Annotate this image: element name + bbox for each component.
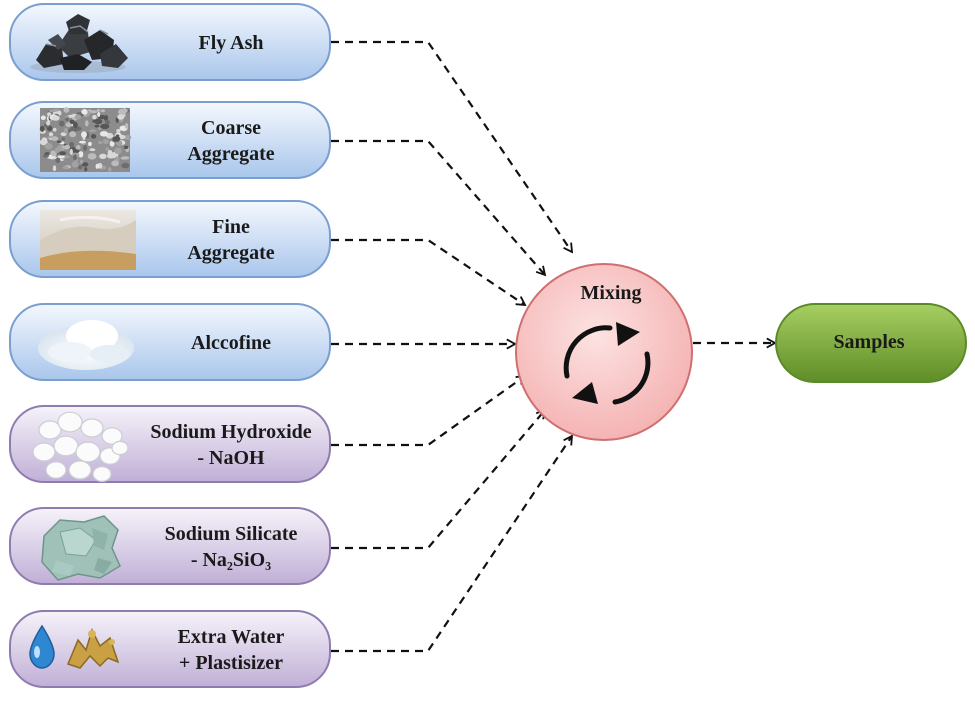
input-label-line: Fly Ash [198,32,263,54]
input-label-line: Alccofine [191,332,271,354]
samples-label: Samples [833,331,904,353]
input-label-line: Extra Water [178,626,285,648]
input-icons [29,14,136,669]
sand-icon [40,210,136,270]
connector-extra-water [331,436,572,653]
input-label-line: Coarse [201,117,261,139]
input-label-line: Sodium Hydroxide [150,421,311,443]
input-label-line: Aggregate [187,242,274,264]
powder-icon [38,320,134,370]
mixing-label: Mixing [580,282,641,304]
connector-sodium-silicate [331,410,545,550]
coal-lumps-icon [30,14,128,73]
connector-coarse-aggregate [331,139,545,275]
input-box-extra-water: Extra Water + Plastisizer [9,610,331,688]
cycle-arrow-head-bottom [572,382,598,404]
input-label-line: Fine [212,216,250,238]
input-label-line: Aggregate [187,143,274,165]
input-label-line: - Na₂SiO₃ [191,549,271,571]
pellets-icon [32,411,129,483]
input-box-shape [9,610,331,688]
connector-fine-aggregate [331,238,525,305]
connector-sodium-hydroxide [331,376,525,447]
cycle-arrow-head-top [616,322,640,346]
input-label-line: Sodium Silicate [165,523,298,545]
connector-fly-ash [331,40,572,252]
input-label-line: + Plastisizer [179,652,283,674]
samples-node: Samples [775,303,967,383]
input-label-line: - NaOH [197,447,265,469]
cycle-arrows-icon [563,325,651,405]
connectors [331,40,775,653]
plasticizer-icon [66,627,120,669]
gravel-icon [39,107,132,172]
mixing-node: Mixing [515,263,693,441]
water-drop-icon [29,624,55,669]
glass-crystals-icon [41,515,121,581]
